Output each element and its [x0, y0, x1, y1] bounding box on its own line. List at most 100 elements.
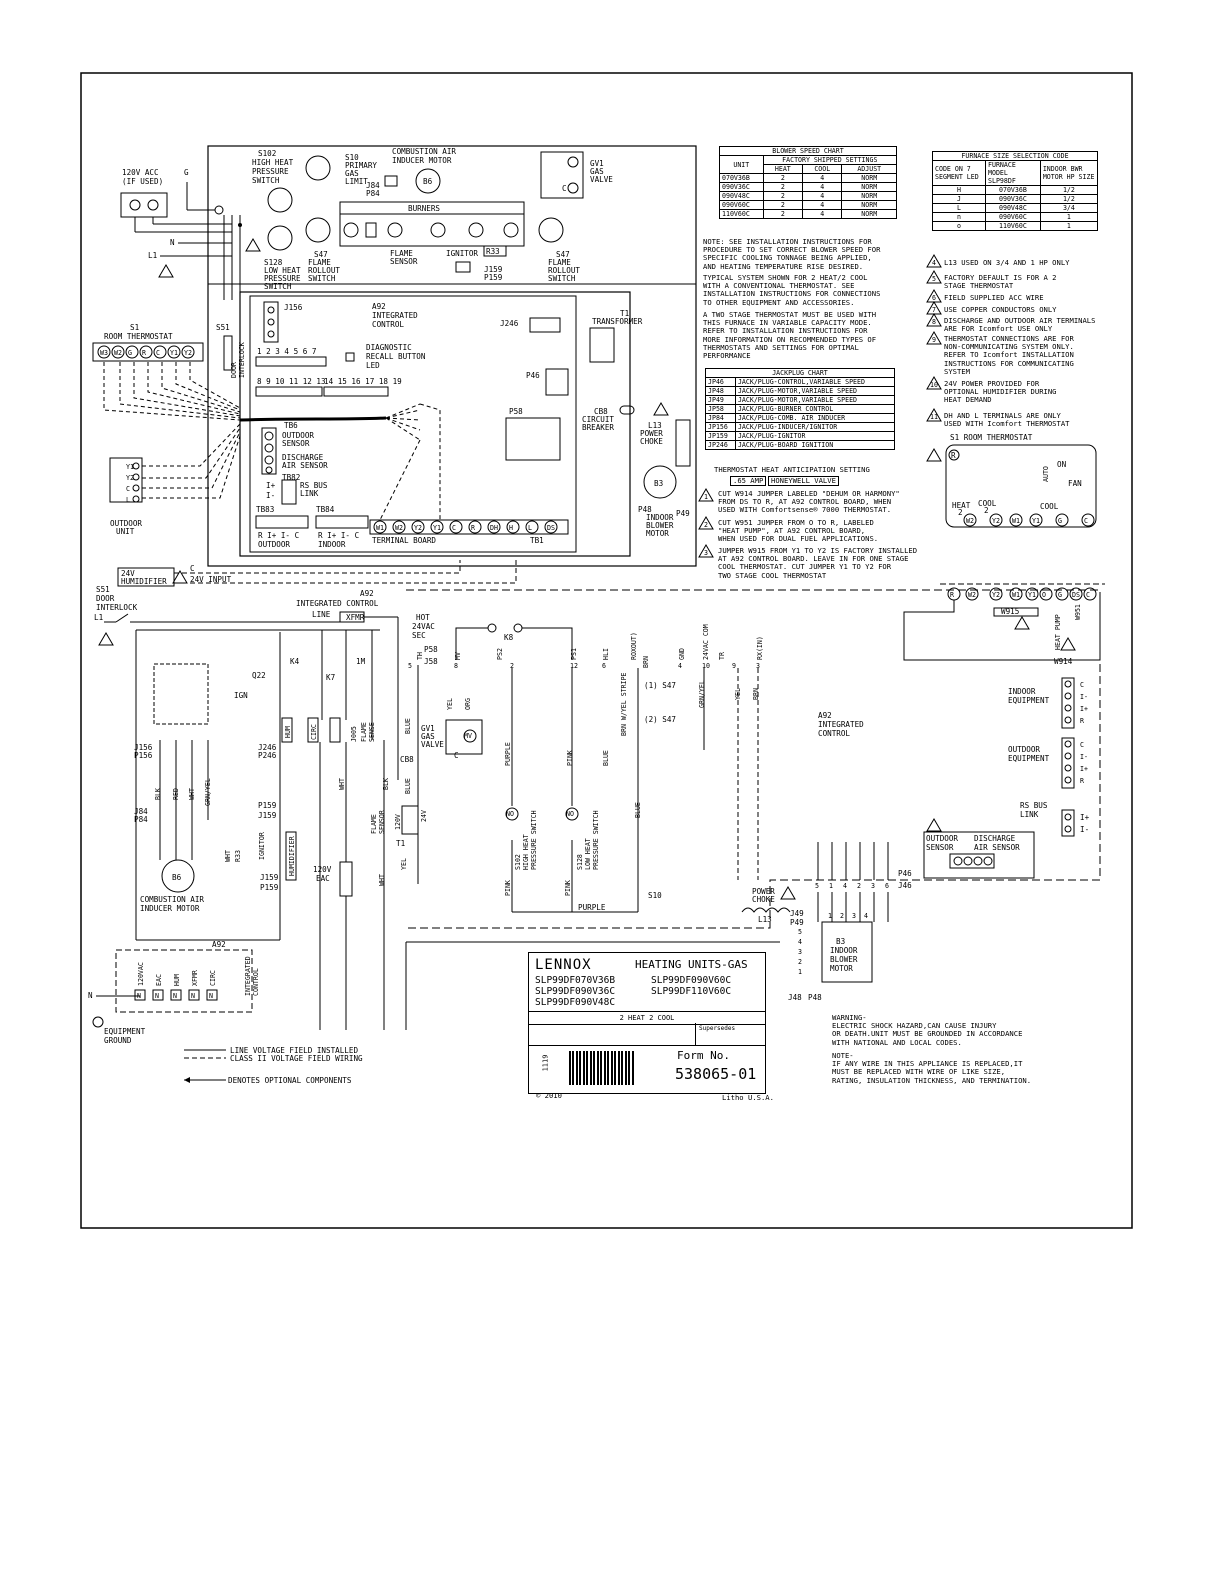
svg-text:BLK: BLK — [154, 788, 162, 800]
warning-number: 2 — [704, 521, 708, 529]
svg-text:S1 ROOM THERMOSTAT: S1 ROOM THERMOSTAT — [950, 433, 1033, 442]
tb1-terminal-label: Y1 — [433, 524, 441, 532]
svg-text:S51: S51 — [216, 323, 230, 332]
note-11: DH AND L TERMINALS ARE ONLY USED WITH Ic… — [944, 411, 1070, 429]
svg-text:BLUE: BLUE — [404, 778, 412, 794]
svg-text:R33: R33 — [486, 247, 500, 256]
s1-terminal-label: W1 — [1012, 517, 1020, 525]
pin-label: 24VAC COM — [702, 624, 710, 660]
svg-text:NO: NO — [506, 810, 514, 818]
p46-pin: 4 — [843, 882, 847, 890]
tb1-terminal — [506, 520, 520, 534]
svg-text:SENSOR: SENSOR — [926, 843, 954, 852]
form-label: Form No. — [677, 1049, 730, 1062]
equipment-terminal-label: R — [1080, 777, 1084, 785]
warning-number: 11 — [930, 413, 938, 421]
svg-text:TB1: TB1 — [530, 536, 544, 545]
svg-text:INDOOR: INDOOR — [318, 540, 346, 549]
svg-text:24V: 24V — [420, 810, 428, 822]
svg-text:POWER: POWER — [752, 887, 775, 896]
equipment-terminal-label: I+ — [1080, 705, 1088, 713]
unit-type: HEATING UNITS-GAS — [635, 958, 748, 971]
svg-text:DISCHARGE: DISCHARGE — [282, 453, 324, 462]
svg-text:J159: J159 — [258, 811, 277, 820]
svg-text:INDOOR: INDOOR — [646, 513, 674, 522]
b3-blower-motor-box — [821, 921, 873, 983]
svg-text:J49: J49 — [790, 909, 804, 918]
svg-text:P46: P46 — [526, 371, 540, 380]
outdoor-terminal-label: C — [126, 485, 130, 493]
note-9: THERMOSTAT CONNECTIONS ARE FOR NON-COMMU… — [944, 334, 1074, 376]
equipment-terminal — [1064, 704, 1072, 712]
copyright: © 2010 — [536, 1091, 562, 1100]
svg-text:BLK: BLK — [382, 778, 390, 790]
tb1-terminal — [430, 520, 444, 534]
thermostat-terminal-label: R — [142, 349, 146, 357]
svg-text:RS BUS: RS BUS — [1020, 801, 1048, 810]
svg-text:C: C — [454, 751, 459, 760]
tb1-terminal — [487, 520, 501, 534]
svg-text:LIMIT: LIMIT — [345, 177, 368, 186]
outdoor-unit-terminals — [109, 457, 143, 503]
title-block: LENNOX HEATING UNITS-GAS SLP99DF070V36B … — [528, 952, 766, 1094]
thermostat-terminal — [167, 345, 181, 359]
svg-text:MOTOR: MOTOR — [830, 964, 853, 973]
svg-text:R I+ I- C: R I+ I- C — [318, 531, 359, 540]
svg-text:24VAC: 24VAC — [412, 622, 435, 631]
equipment-terminal-label: I- — [1080, 693, 1088, 701]
svg-text:YEL: YEL — [446, 698, 454, 710]
svg-text:VALVE: VALVE — [590, 175, 613, 184]
thermostat-terminal-label: Y1 — [170, 349, 178, 357]
thermostat-terminal — [111, 345, 125, 359]
svg-text:24V: 24V — [121, 569, 135, 578]
n-label: N — [170, 238, 175, 247]
b3-pin: 4 — [864, 912, 868, 920]
outdoor-terminal — [132, 462, 140, 470]
svg-text:TB83: TB83 — [256, 505, 274, 514]
tb1-terminal — [525, 520, 539, 534]
svg-text:WHT: WHT — [338, 778, 346, 790]
pin-label: PS1 — [570, 648, 578, 660]
warning-number: 8 — [932, 318, 936, 326]
svg-text:HUM: HUM — [284, 726, 292, 738]
svg-text:INDOOR: INDOOR — [1008, 687, 1036, 696]
pin-label: HLI — [602, 648, 610, 660]
pin-number: 4 — [678, 662, 682, 670]
bottom-terminal-label: EAC — [155, 974, 163, 986]
s1-terminal — [1029, 513, 1043, 527]
warning-number: 7 — [932, 306, 936, 314]
svg-text:W951: W951 — [1074, 604, 1082, 620]
thermostat-terminal — [97, 345, 111, 359]
bus-terminal-label: W1 — [1012, 591, 1020, 599]
bottom-terminal-n: N — [155, 992, 159, 1000]
svg-text:TB6: TB6 — [284, 421, 298, 430]
t1-transformer-icon — [589, 327, 615, 363]
svg-text:S10: S10 — [345, 153, 359, 162]
svg-text:POWER: POWER — [640, 429, 663, 438]
note-anticipation-b: HONEYWELL VALVE — [768, 476, 839, 487]
note-5: FACTORY DEFAULT IS FOR A 2 STAGE THERMOS… — [944, 273, 1057, 291]
svg-text:2: 2 — [958, 508, 963, 517]
svg-text:DOOR: DOOR — [96, 594, 115, 603]
s1-terminal — [1081, 513, 1095, 527]
svg-text:P48: P48 — [638, 505, 652, 514]
svg-text:GAS: GAS — [345, 169, 359, 178]
models-right: SLP99DF090V60C SLP99DF110V60C — [651, 975, 732, 997]
pin-number: 12 — [570, 662, 578, 670]
s102-switch-icon — [267, 187, 293, 213]
note-typical: TYPICAL SYSTEM SHOWN FOR 2 HEAT/2 COOL W… — [703, 273, 881, 307]
svg-text:TB84: TB84 — [316, 505, 335, 514]
svg-text:P246: P246 — [258, 751, 277, 760]
svg-text:S128: S128 — [264, 258, 283, 267]
p49-pin: 2 — [798, 958, 802, 966]
svg-text:AUTO: AUTO — [1042, 466, 1050, 482]
svg-text:INDUCER MOTOR: INDUCER MOTOR — [140, 904, 200, 913]
svg-text:T1: T1 — [620, 309, 630, 318]
svg-text:(2) S47: (2) S47 — [644, 715, 676, 724]
svg-text:GAS: GAS — [590, 167, 604, 176]
svg-text:SENSOR: SENSOR — [282, 439, 310, 448]
